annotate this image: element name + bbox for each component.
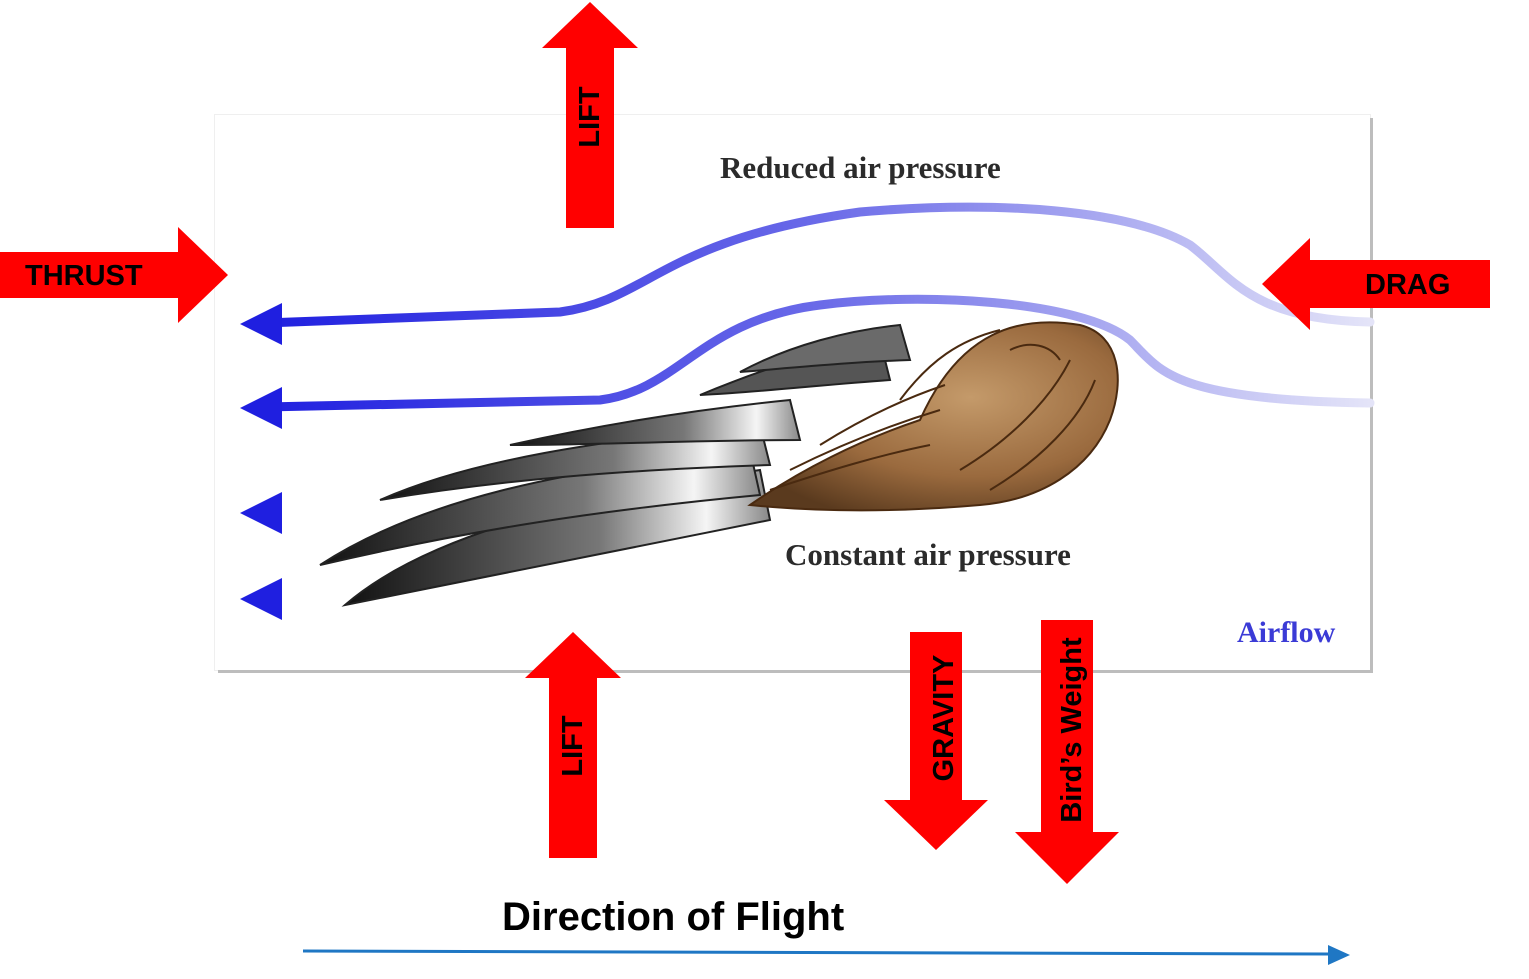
direction-arrow (302, 945, 1350, 965)
weight-arrow (1015, 620, 1119, 884)
thrust-label: THRUST (25, 260, 143, 292)
lift-bottom-label: LIFT (557, 715, 589, 777)
reduced-pressure-label: Reduced air pressure (720, 150, 1001, 185)
airflow-arrowhead-1 (240, 303, 282, 345)
lift-top-arrow (542, 2, 638, 228)
direction-arrowhead (1328, 945, 1350, 965)
force-arrows (0, 2, 1490, 884)
weight-label: Bird’s Weight (1056, 637, 1088, 823)
drag-label: DRAG (1365, 269, 1451, 301)
airflow-label: Airflow (1237, 616, 1336, 649)
gravity-arrow (884, 632, 988, 850)
wing-icon (319, 321, 1119, 607)
airflow-arrowhead-4 (240, 578, 282, 620)
constant-pressure-label: Constant air pressure (785, 537, 1071, 572)
airflow-arrowhead-3 (240, 492, 282, 534)
lift-bottom-arrow (525, 632, 621, 858)
airflow-line-2 (260, 294, 1375, 412)
drag-arrow (1262, 238, 1490, 330)
direction-of-flight-label: Direction of Flight (502, 895, 845, 939)
gravity-label: GRAVITY (928, 654, 960, 782)
airflow-line-1 (260, 202, 1375, 328)
airflow-arrowhead-2 (240, 387, 282, 429)
lift-top-label: LIFT (574, 86, 606, 148)
thrust-arrow (0, 227, 228, 323)
airflow-arrowheads (240, 303, 282, 620)
